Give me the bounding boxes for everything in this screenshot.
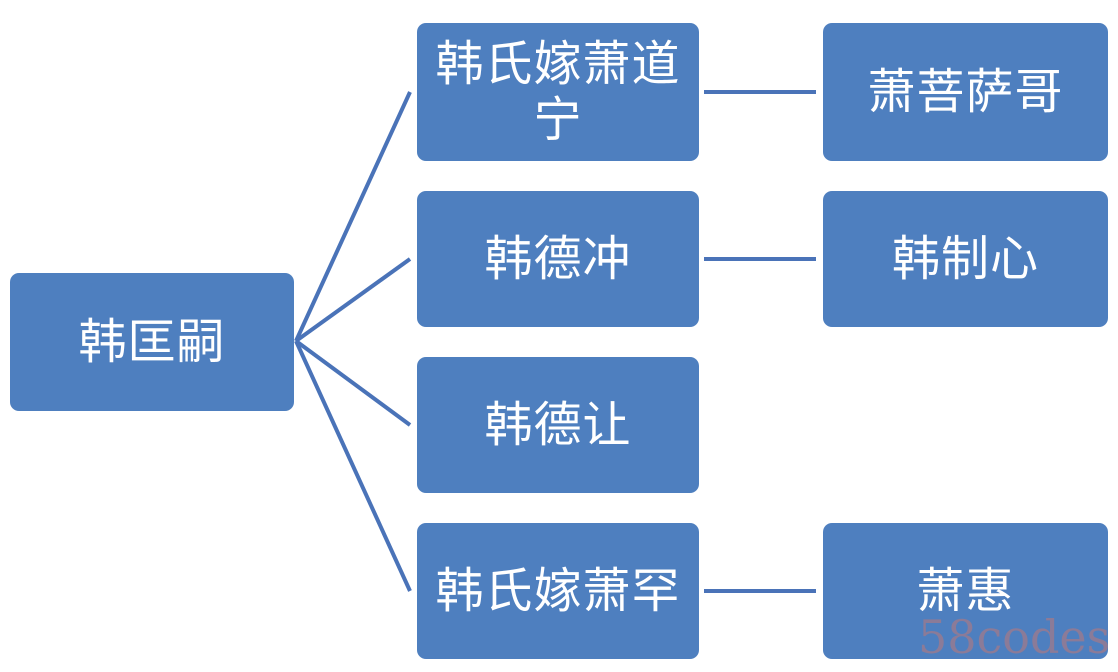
- connector-root-to-d: [294, 340, 412, 592]
- node-child-2: 韩德冲: [417, 191, 699, 327]
- node-grandchild-2-label: 韩制心: [891, 231, 1039, 287]
- node-grandchild-1: 萧菩萨哥: [823, 23, 1108, 161]
- node-root: 韩匡嗣: [10, 273, 294, 411]
- node-child-3: 韩德让: [417, 357, 699, 493]
- connector-root-to-b: [294, 257, 412, 343]
- node-grandchild-2: 韩制心: [823, 191, 1108, 327]
- node-child-4: 韩氏嫁萧罕: [417, 523, 699, 659]
- node-child-1: 韩氏嫁萧道宁: [417, 23, 699, 161]
- node-child-2-label: 韩德冲: [484, 231, 632, 287]
- node-grandchild-1-label: 萧菩萨哥: [867, 64, 1064, 120]
- watermark: 58codes: [918, 610, 1111, 664]
- node-grandchild-4-label: 萧惠: [916, 563, 1015, 619]
- connector-root-to-c: [294, 339, 412, 427]
- connector-root-to-a: [294, 91, 412, 342]
- node-child-4-label: 韩氏嫁萧罕: [435, 563, 681, 619]
- node-grandchild-4: 萧惠: [823, 523, 1108, 659]
- node-child-3-label: 韩德让: [484, 397, 632, 453]
- node-child-1-label: 韩氏嫁萧道宁: [435, 36, 681, 148]
- node-root-label: 韩匡嗣: [78, 314, 226, 370]
